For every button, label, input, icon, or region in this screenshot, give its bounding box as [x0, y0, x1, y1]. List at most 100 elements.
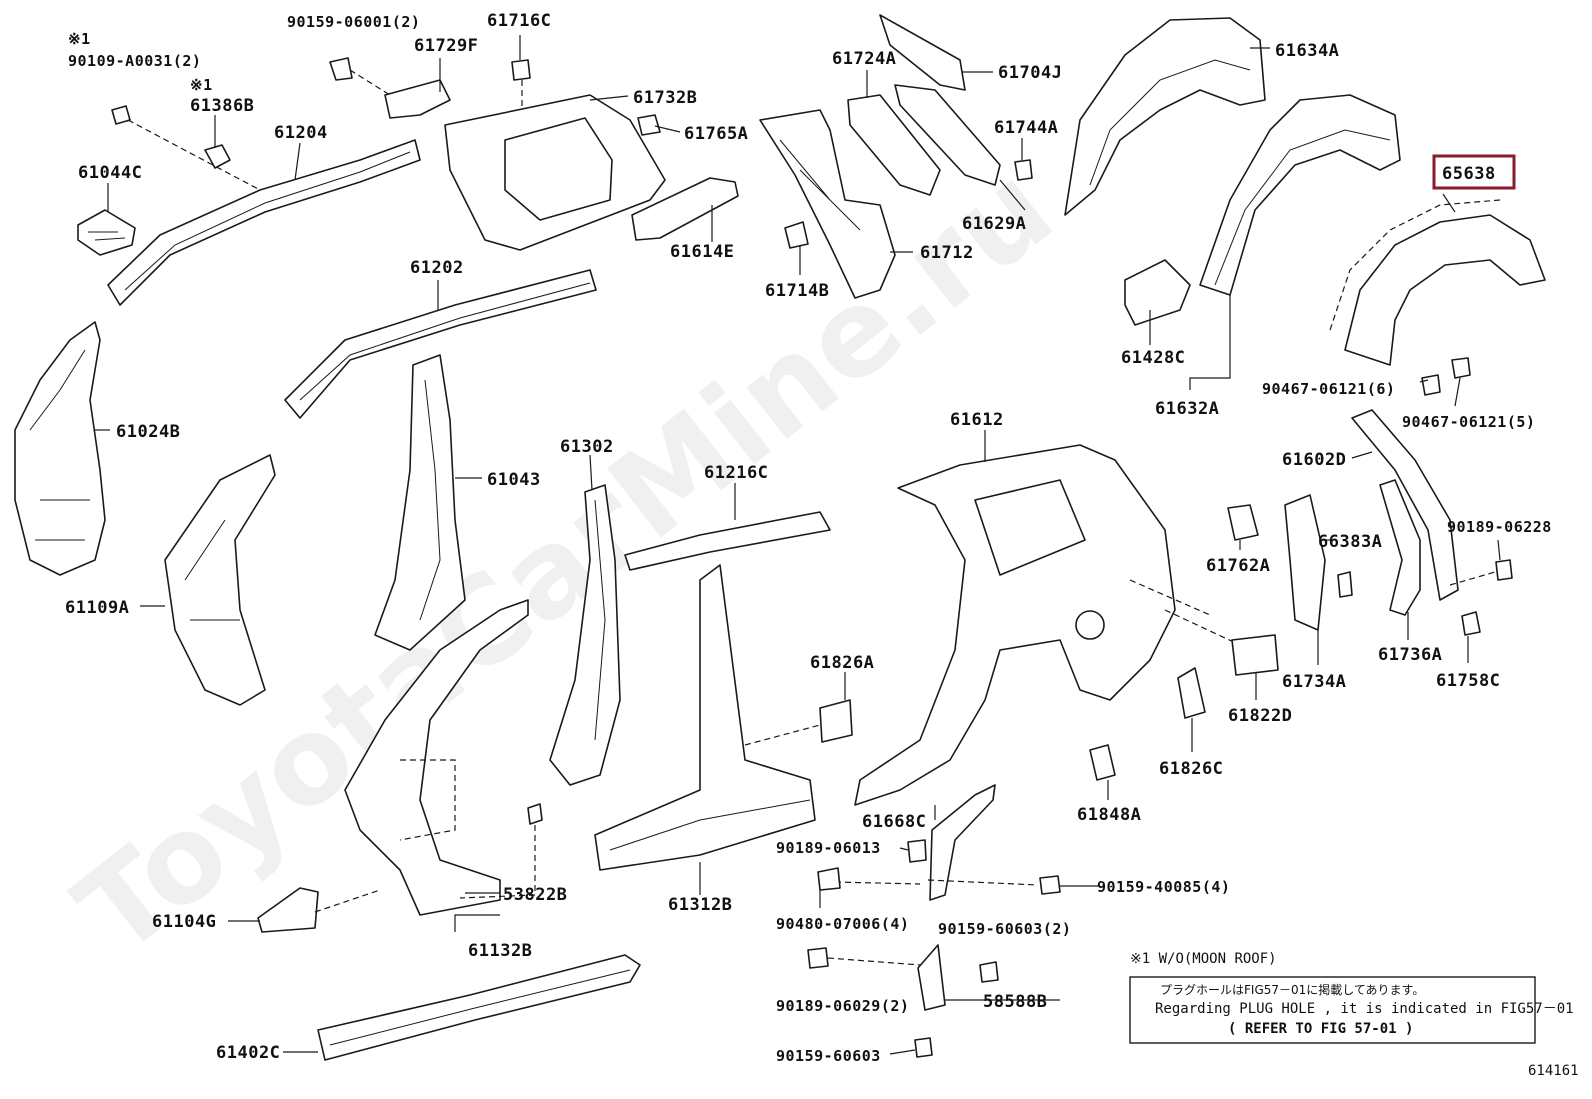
label-61402C: 61402C [216, 1043, 280, 1063]
part-61668C [929, 784, 996, 901]
label-90467-06121-5: 90467-06121(5) [1402, 413, 1535, 431]
label-61729F: 61729F [414, 36, 478, 56]
label-61109A: 61109A [65, 598, 129, 618]
label-61822D: 61822D [1228, 706, 1292, 726]
part-61758C [1461, 611, 1481, 636]
label-61826C: 61826C [1159, 759, 1223, 779]
label-61612: 61612 [950, 410, 1004, 430]
part-61104G [257, 887, 319, 933]
leader-lines [95, 35, 1501, 1055]
part-61744A [1014, 159, 1033, 181]
part-61826A [819, 699, 853, 743]
label-moonroof-marker-1: ※1 [68, 30, 91, 48]
label-61826A: 61826A [810, 653, 874, 673]
part-61043 [374, 354, 466, 651]
label-61629A: 61629A [962, 214, 1026, 234]
part-90189-06013 [907, 839, 927, 863]
part-61762A [1227, 504, 1259, 541]
part-61428C [1124, 259, 1191, 326]
part-61765A [637, 114, 661, 136]
label-61202: 61202 [410, 258, 464, 278]
notice-jp: プラグホールはFIG57－01に掲載してあります。 [1160, 982, 1424, 997]
part-90480-07006 [817, 867, 841, 891]
label-61204: 61204 [274, 123, 328, 143]
label-90159-60603: 90159-60603 [776, 1047, 881, 1065]
part-61724A [847, 94, 941, 196]
label-65638: 65638 [1442, 164, 1496, 184]
label-61762A: 61762A [1206, 556, 1270, 576]
label-61132B: 61132B [468, 941, 532, 961]
highlight-box-65638 [1432, 154, 1516, 190]
label-61758C: 61758C [1436, 671, 1500, 691]
part-61848A [1089, 744, 1116, 781]
part-90189-06029 [807, 947, 829, 969]
notice-box: プラグホールはFIG57－01に掲載してあります。 Regarding PLUG… [1129, 976, 1574, 1044]
notice-ref: ( REFER TO FIG 57-01 ) [1228, 1021, 1413, 1037]
part-61202 [284, 269, 597, 419]
part-61614E [631, 177, 739, 241]
part-53822B [527, 803, 543, 825]
part-61602D [1351, 409, 1459, 601]
label-90189-06013: 90189-06013 [776, 839, 881, 857]
label-61732B: 61732B [633, 88, 697, 108]
part-61612 [854, 444, 1176, 806]
label-61104G: 61104G [152, 912, 216, 932]
label-61848A: 61848A [1077, 805, 1141, 825]
label-61634A: 61634A [1275, 41, 1339, 61]
part-drawings [14, 14, 1546, 1061]
label-66383A: 66383A [1318, 532, 1382, 552]
part-61714B [784, 221, 809, 249]
part-61204 [107, 139, 421, 306]
part-90159-bolt [329, 57, 353, 81]
part-66383A [1337, 571, 1353, 598]
label-61602D: 61602D [1282, 450, 1346, 470]
label-90159-06001: 90159-06001(2) [287, 13, 420, 31]
label-61704J: 61704J [998, 63, 1062, 83]
part-61736A [1379, 479, 1421, 616]
part-90467-clip-a [1421, 374, 1441, 396]
label-61734A: 61734A [1282, 672, 1346, 692]
label-90467-06121-6: 90467-06121(6) [1262, 380, 1395, 398]
label-61302: 61302 [560, 437, 614, 457]
notice-en: Regarding PLUG HOLE , it is indicated in… [1155, 1001, 1574, 1017]
part-labels: 90159-06001(2) 61716C 61729F 61724A 6170… [65, 11, 1551, 1065]
label-61724A: 61724A [832, 49, 896, 69]
part-61632A [1199, 94, 1401, 296]
part-61704J [879, 14, 966, 91]
label-90109-A0031: 90109-A0031(2) [68, 52, 201, 70]
label-61716C: 61716C [487, 11, 551, 31]
part-90467-clip-b [1451, 357, 1471, 379]
part-90189-06228 [1495, 559, 1513, 581]
part-61734A [1284, 494, 1326, 631]
part-65638 [1344, 214, 1546, 366]
label-58588B: 58588B [983, 992, 1047, 1012]
part-58588B [917, 944, 946, 1011]
label-61043: 61043 [487, 470, 541, 490]
part-61716C [511, 59, 531, 81]
part-90159-60603-a [979, 961, 999, 983]
label-61614E: 61614E [670, 242, 734, 262]
label-61668C: 61668C [862, 812, 926, 832]
label-61428C: 61428C [1121, 348, 1185, 368]
label-61312B: 61312B [668, 895, 732, 915]
part-61822D [1231, 634, 1279, 676]
part-61312B [594, 564, 816, 871]
label-moonroof-marker-2: ※1 [190, 76, 213, 94]
label-90189-06029: 90189-06029(2) [776, 997, 909, 1015]
label-90159-60603-2: 90159-60603(2) [938, 920, 1071, 938]
part-61386B [204, 144, 231, 169]
diagram-id: 614161 [1528, 1063, 1579, 1079]
label-61044C: 61044C [78, 163, 142, 183]
label-90159-40085: 90159-40085(4) [1097, 878, 1230, 896]
label-61714B: 61714B [765, 281, 829, 301]
label-61712: 61712 [920, 243, 974, 263]
part-61302 [549, 484, 621, 786]
label-61216C: 61216C [704, 463, 768, 483]
label-61736A: 61736A [1378, 645, 1442, 665]
part-61024B [14, 321, 106, 576]
part-90109-bolt [111, 105, 131, 125]
part-61729F [384, 79, 451, 119]
label-90480-07006: 90480-07006(4) [776, 915, 909, 933]
label-53822B: 53822B [503, 885, 567, 905]
